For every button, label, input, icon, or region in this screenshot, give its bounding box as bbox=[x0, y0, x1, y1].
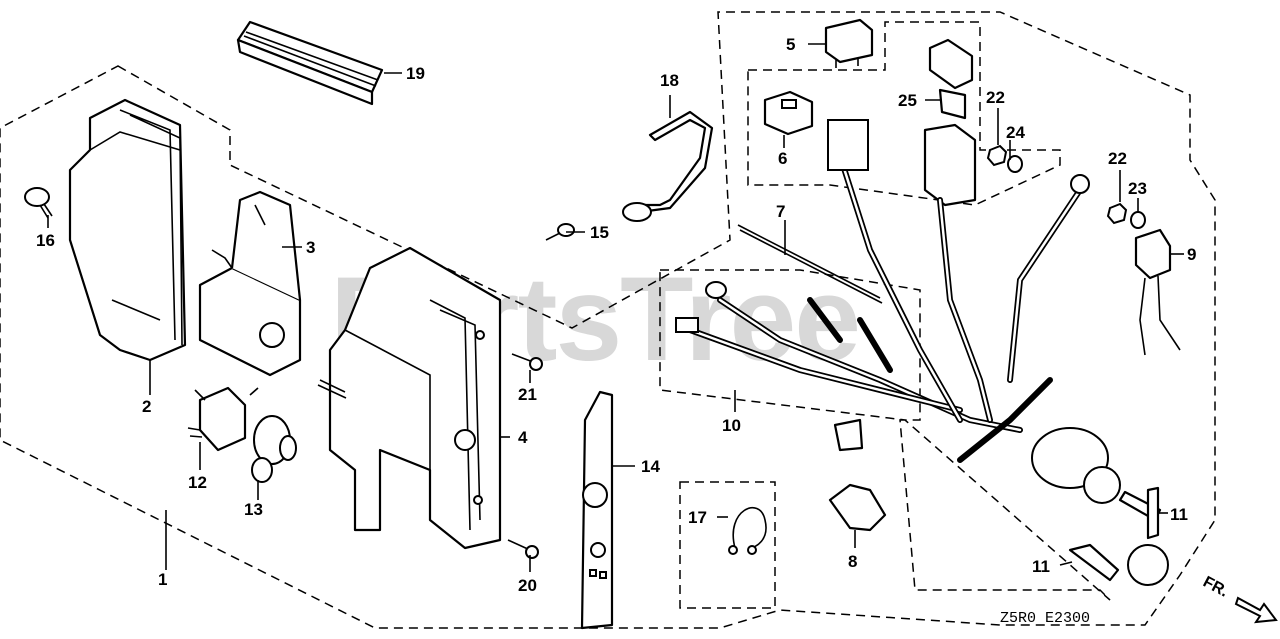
callout-4[interactable]: 4 bbox=[518, 428, 528, 447]
part-17-clip[interactable] bbox=[728, 506, 767, 555]
callout-5[interactable]: 5 bbox=[786, 35, 795, 54]
callout-19[interactable]: 19 bbox=[406, 64, 425, 83]
part-8-clamp[interactable] bbox=[828, 418, 887, 532]
callout-18[interactable]: 18 bbox=[660, 71, 679, 90]
part-11-ignition-switch[interactable] bbox=[1031, 427, 1169, 586]
part-14-label-plate[interactable] bbox=[580, 390, 614, 630]
callout-15[interactable]: 15 bbox=[590, 223, 609, 242]
callout-1[interactable]: 1 bbox=[158, 570, 167, 589]
callout-22-upper[interactable]: 22 bbox=[986, 88, 1005, 107]
callout-11-lower[interactable]: 11 bbox=[1032, 557, 1050, 576]
callout-17[interactable]: 17 bbox=[688, 508, 707, 527]
callout-8[interactable]: 8 bbox=[848, 552, 857, 571]
part-19-foam-pad[interactable] bbox=[236, 20, 384, 106]
part-18-cable-band[interactable] bbox=[622, 110, 714, 222]
front-marker-text: FR. bbox=[1200, 574, 1231, 601]
part-21-screw[interactable] bbox=[511, 353, 543, 371]
part-25-fuse-holder[interactable] bbox=[923, 38, 977, 207]
front-arrow-icon bbox=[1234, 596, 1278, 624]
callout-9[interactable]: 9 bbox=[1187, 245, 1196, 264]
group-outlines bbox=[0, 11, 1216, 629]
part-3-bracket[interactable] bbox=[198, 190, 302, 377]
diagram-code: Z5R0 E2300 bbox=[1000, 610, 1090, 627]
callout-12[interactable]: 12 bbox=[188, 473, 207, 492]
part-4-control-panel[interactable] bbox=[317, 246, 502, 550]
callout-21[interactable]: 21 bbox=[518, 385, 537, 404]
callout-10[interactable]: 10 bbox=[722, 416, 741, 435]
callout-11-key[interactable]: 11 bbox=[1170, 505, 1188, 524]
control-box-group-outline bbox=[0, 11, 1216, 629]
part-9-diode[interactable] bbox=[1134, 228, 1181, 356]
callout-2[interactable]: 2 bbox=[142, 397, 151, 416]
callout-3[interactable]: 3 bbox=[306, 238, 315, 257]
callout-labels: 1 2 3 4 5 6 7 8 9 10 11 11 12 13 14 15 1… bbox=[36, 35, 1196, 595]
callout-16[interactable]: 16 bbox=[36, 231, 55, 250]
part-7-ground-wire[interactable] bbox=[737, 224, 883, 304]
callout-6[interactable]: 6 bbox=[778, 149, 787, 168]
part-20-screw[interactable] bbox=[507, 539, 539, 559]
callout-25[interactable]: 25 bbox=[898, 91, 917, 110]
callout-20[interactable]: 20 bbox=[518, 576, 537, 595]
callout-13[interactable]: 13 bbox=[244, 500, 263, 519]
part-5-relay[interactable] bbox=[824, 18, 874, 68]
part-13-knob[interactable] bbox=[251, 415, 297, 483]
relay-group-outline bbox=[747, 21, 1061, 206]
part-15-screw[interactable] bbox=[545, 223, 575, 241]
part-12-switch[interactable] bbox=[187, 386, 259, 452]
part-16-screw[interactable] bbox=[24, 187, 53, 219]
callout-22-right[interactable]: 22 bbox=[1108, 149, 1127, 168]
callout-7[interactable]: 7 bbox=[776, 202, 785, 221]
part-22-24-nuts[interactable] bbox=[986, 144, 1023, 173]
leader-lines bbox=[47, 43, 1184, 572]
callout-23[interactable]: 23 bbox=[1128, 179, 1147, 198]
part-10-main-harness[interactable] bbox=[675, 119, 1090, 463]
front-direction-marker: FR. bbox=[1200, 574, 1278, 624]
part-2-cover[interactable] bbox=[68, 98, 187, 362]
part-6-rubber-mount[interactable] bbox=[763, 90, 814, 136]
part-22-23-right-nuts[interactable] bbox=[1106, 202, 1146, 229]
callout-14[interactable]: 14 bbox=[641, 457, 660, 476]
callout-24[interactable]: 24 bbox=[1006, 123, 1025, 142]
clip-group-outline bbox=[679, 481, 776, 609]
